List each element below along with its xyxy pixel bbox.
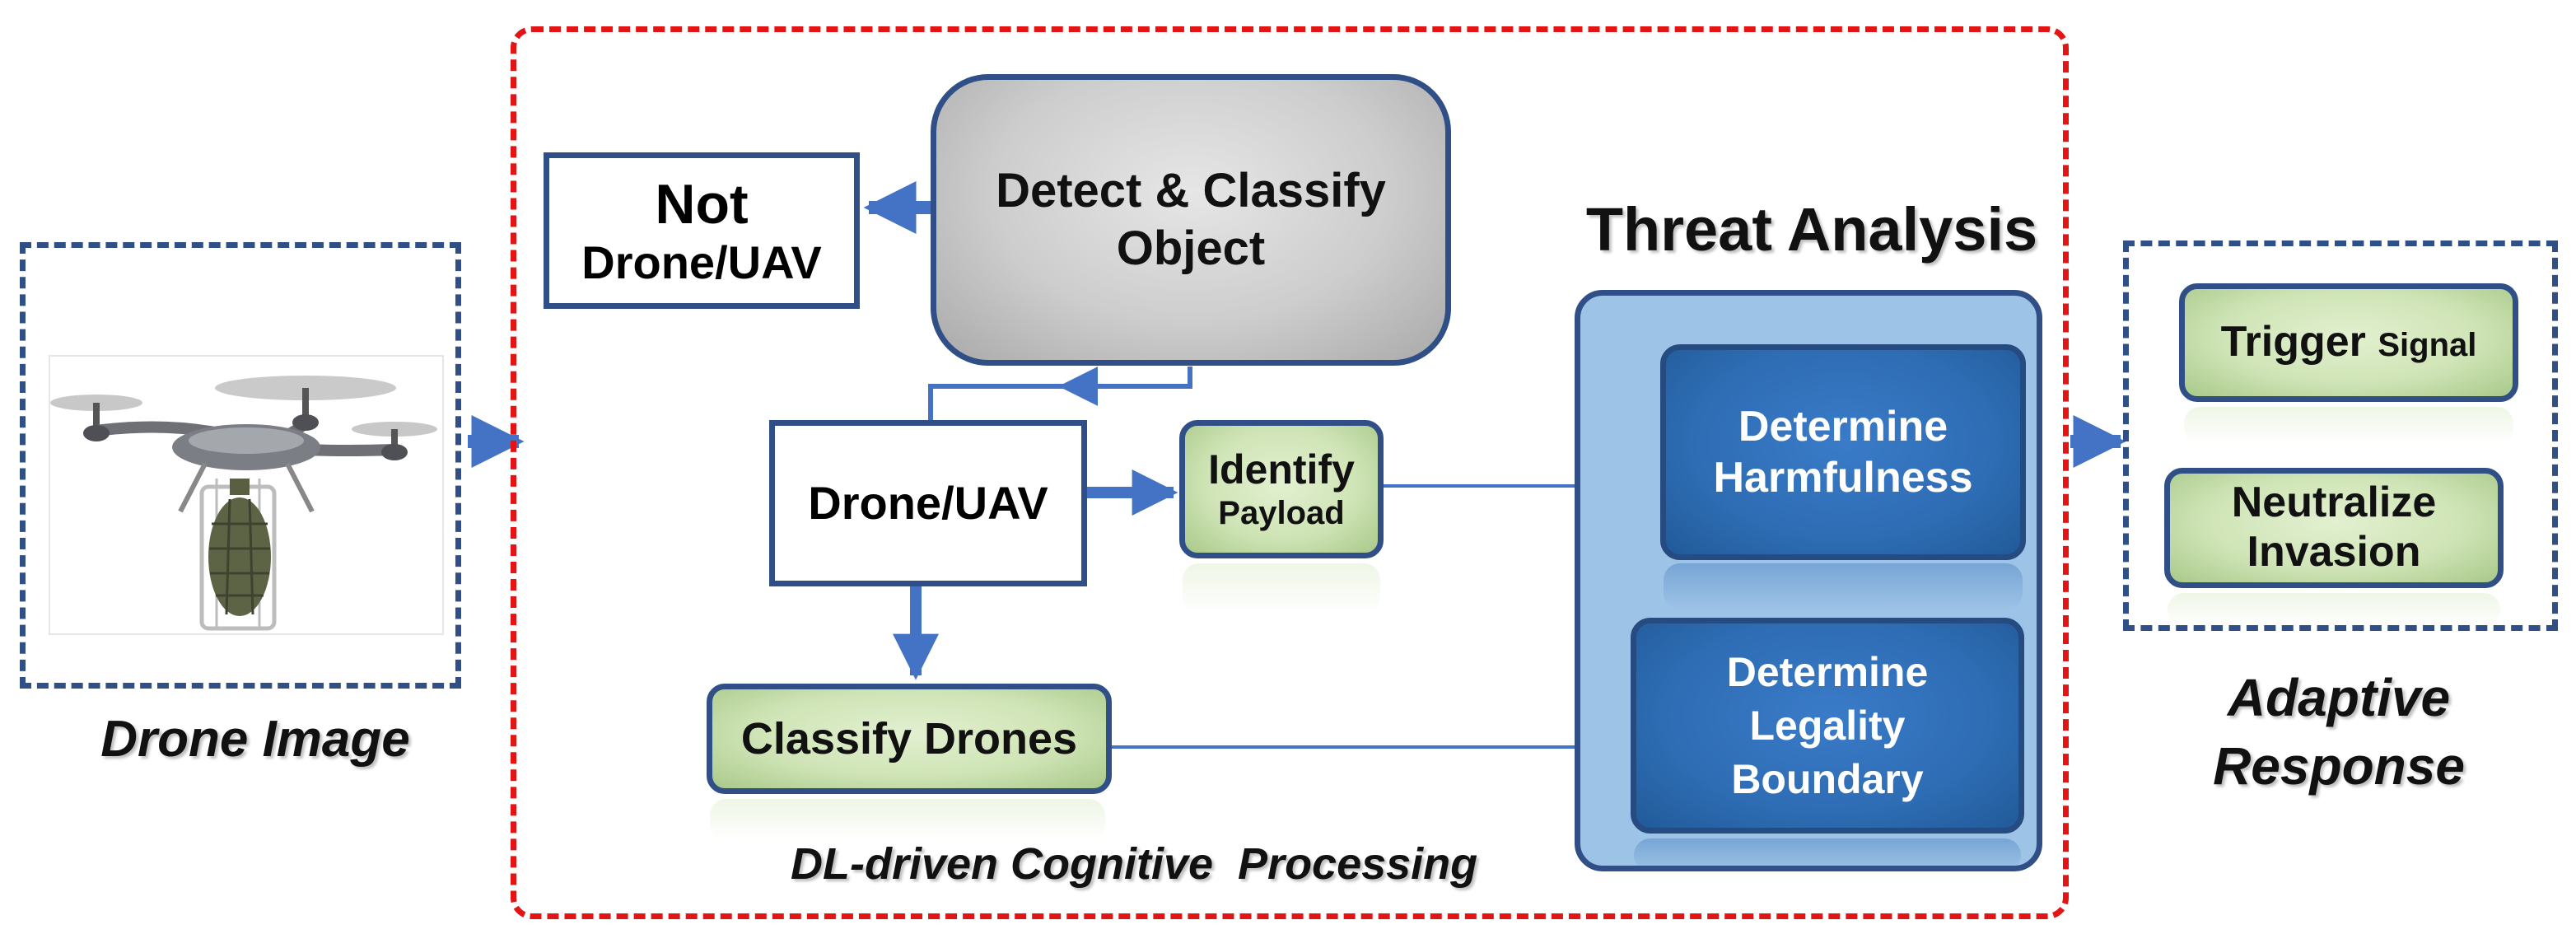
drone-image-frame xyxy=(20,242,461,689)
processing-region xyxy=(511,26,2069,919)
not-drone-box: Not Drone/UAV xyxy=(544,152,860,309)
adaptive-line2: Response xyxy=(2213,736,2465,796)
determine-harmfulness-box: Determine Harmfulness xyxy=(1660,344,2026,560)
drone-uav-box: Drone/UAV xyxy=(769,420,1087,586)
legality-label: Determine Legality Boundary xyxy=(1726,648,1929,802)
classify-drones-label: Classify Drones xyxy=(740,713,1078,764)
legal-reflection xyxy=(1634,838,2021,871)
adaptive-response-caption: Adaptive Response xyxy=(2141,664,2536,801)
harmfulness-label: Determine Harmfulness xyxy=(1713,402,1973,502)
adaptive-response-frame xyxy=(2123,241,2558,631)
not-drone-line2: Drone/UAV xyxy=(581,236,822,288)
trigger-reflection xyxy=(2184,407,2513,445)
drone-image-caption: Drone Image xyxy=(100,711,410,768)
identify-reflection xyxy=(1183,563,1380,613)
classify-drones-box: Classify Drones xyxy=(707,684,1112,794)
detect-classify-label: Detect & Classify Object xyxy=(996,164,1386,275)
classify-reflection xyxy=(710,799,1105,840)
identify-line2: Payload xyxy=(1218,494,1345,531)
processing-caption: DL-driven Cognitive Processing xyxy=(791,839,1478,889)
identify-payload-box: Identify Payload xyxy=(1179,420,1384,558)
detect-classify-box: Detect & Classify Object xyxy=(931,74,1451,366)
drone-uav-label: Drone/UAV xyxy=(808,476,1048,529)
adaptive-line1: Adaptive xyxy=(2227,668,2451,727)
neutralize-invasion-box: Neutralize Invasion xyxy=(2164,468,2504,588)
neutralize-label: Neutralize Invasion xyxy=(2231,479,2437,576)
drone-grenade-image xyxy=(49,355,444,635)
threat-analysis-title: Threat Analysis xyxy=(1585,195,2038,264)
identify-line1: Identify xyxy=(1208,446,1355,493)
neutralize-reflection xyxy=(2168,593,2500,626)
harm-reflection xyxy=(1664,563,2023,609)
trigger-signal-box: Trigger Signal xyxy=(2179,283,2518,402)
not-drone-line1: Not xyxy=(655,172,749,236)
determine-legality-box: Determine Legality Boundary xyxy=(1631,618,2024,834)
trigger-small: Signal xyxy=(2378,327,2477,364)
trigger-main: Trigger xyxy=(2220,318,2366,367)
